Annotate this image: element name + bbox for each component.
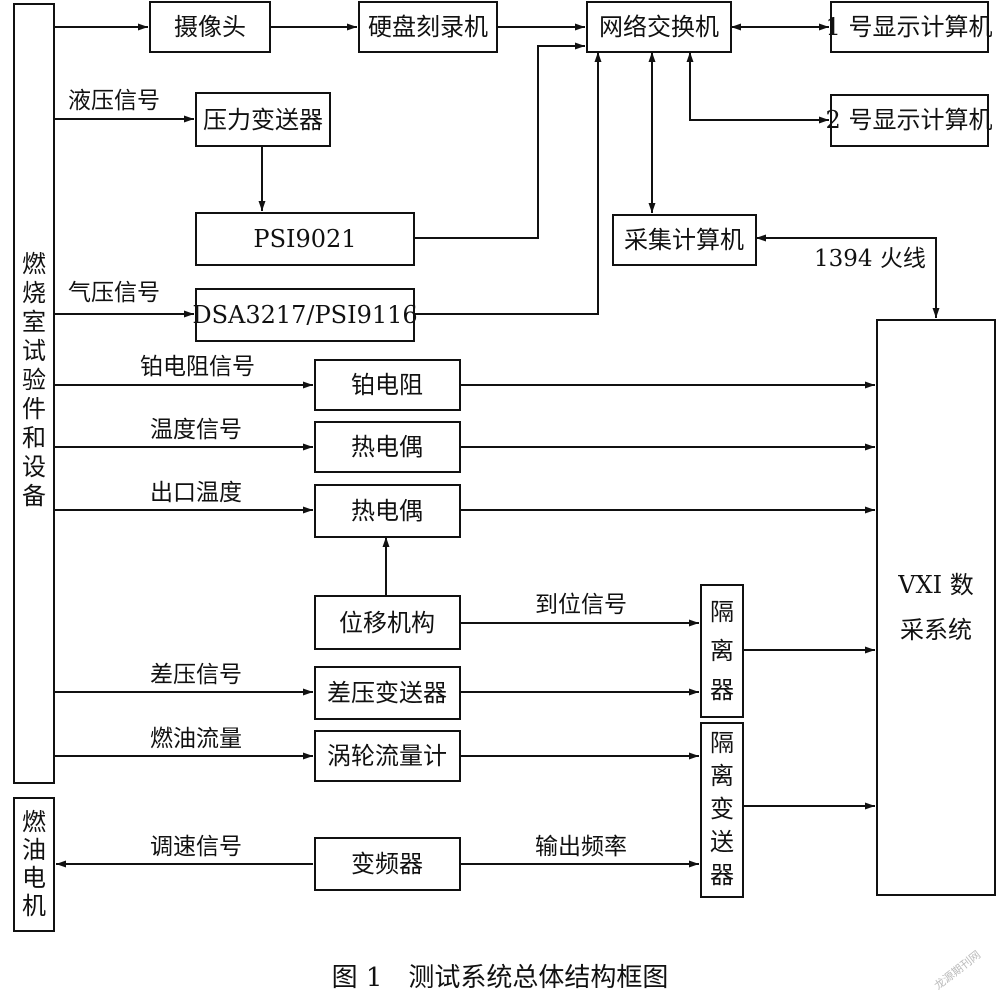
switch-box	[586, 1, 732, 53]
isolating-transmitter-label: 隔 离 变 送 器	[710, 729, 734, 889]
camera-box	[149, 1, 271, 53]
combustor-char: 烧	[22, 279, 46, 307]
fuel-motor-char: 油	[22, 836, 46, 864]
box-labels: 摄像头 硬盘刻录机 网络交换机 1 号显示计算机 2 号显示计算机 压力变送器 …	[22, 13, 992, 920]
display2-box	[830, 94, 989, 147]
outlet-temp-label: 出口温度	[150, 480, 242, 506]
combustor-char: 试	[22, 337, 46, 365]
isolating-transmitter-char: 离	[710, 762, 734, 790]
display2-label: 2 号显示计算机	[826, 106, 993, 134]
connections	[54, 23, 940, 868]
camera-label: 摄像头	[174, 13, 246, 41]
thermocouple1-label: 热电偶	[351, 433, 423, 461]
figure-caption: 图 1 测试系统总体结构框图	[332, 963, 669, 993]
edge-labels: 液压信号 气压信号 铂电阻信号 温度信号 出口温度 到位信号 差压信号 燃油流量…	[68, 88, 926, 860]
watermark: 龙源期刊网	[931, 947, 983, 992]
turbine-meter-label: 涡轮流量计	[327, 742, 447, 770]
edge-switch-display2	[686, 52, 829, 124]
fuel-motor-char: 燃	[22, 808, 46, 836]
combustor-char: 件	[22, 395, 46, 423]
vxi-label-line1: VXI 数	[897, 571, 974, 599]
acq-computer-box	[612, 214, 757, 266]
combustor-char: 燃	[22, 250, 46, 278]
dsa-box	[195, 288, 415, 342]
thermocouple2-label: 热电偶	[351, 497, 423, 525]
pt-signal-label: 铂电阻信号	[140, 354, 255, 380]
speed-signal-label: 调速信号	[150, 834, 242, 860]
pt-resistor-box	[314, 359, 461, 411]
vxi-label-line2: 采系统	[900, 616, 972, 644]
firewire-label: 1394 火线	[814, 246, 926, 272]
isolator-box	[700, 584, 744, 718]
fuel-motor-label: 燃 油 电 机	[22, 808, 46, 920]
thermocouple1-box	[314, 421, 461, 473]
combustor-char: 验	[22, 366, 46, 394]
isolator-char: 离	[710, 637, 734, 665]
displacement-label: 位移机构	[339, 609, 435, 637]
isolating-transmitter-char: 变	[710, 795, 734, 823]
switch-label: 网络交换机	[599, 13, 719, 41]
turbine-meter-box	[314, 730, 461, 782]
boxes	[13, 1, 996, 932]
isolating-transmitter-char: 隔	[710, 729, 734, 757]
dp-transmitter-label: 差压变送器	[327, 679, 447, 707]
isolator-char: 器	[710, 676, 734, 704]
isolating-transmitter-box	[700, 722, 744, 898]
isolator-label: 隔 离 器	[710, 598, 734, 704]
vfd-box	[314, 837, 461, 891]
combustor-char: 设	[22, 453, 46, 481]
combustor-box	[13, 3, 55, 784]
combustor-char: 和	[22, 424, 46, 452]
combustor-char: 室	[22, 308, 46, 336]
pressure-transmitter-box	[195, 92, 331, 147]
combustor-label: 燃 烧 室 试 验 件 和 设 备	[22, 250, 46, 510]
pressure-transmitter-label: 压力变送器	[203, 106, 323, 134]
edge-psi9021-switch	[414, 42, 585, 239]
psi9021-label: PSI9021	[253, 225, 356, 253]
combustor-char: 备	[22, 482, 46, 510]
output-freq-label: 输出频率	[535, 834, 627, 860]
display1-label: 1 号显示计算机	[826, 13, 993, 41]
isolating-transmitter-char: 送	[710, 828, 734, 856]
displacement-box	[314, 595, 461, 650]
thermocouple2-box	[314, 484, 461, 538]
edge-acq-vxi	[756, 234, 940, 318]
isolating-transmitter-char: 器	[710, 861, 734, 889]
pt-resistor-label: 铂电阻	[351, 371, 423, 399]
dsa-label: DSA3217/PSI9116	[192, 301, 417, 329]
in-position-label: 到位信号	[535, 592, 627, 618]
fuel-motor-char: 电	[22, 864, 46, 892]
display1-box	[830, 1, 989, 53]
dvr-label: 硬盘刻录机	[368, 13, 488, 41]
acq-computer-label: 采集计算机	[624, 226, 744, 254]
hydraulic-signal-label: 液压信号	[68, 88, 160, 114]
isolator-char: 隔	[710, 598, 734, 626]
vfd-label: 变频器	[351, 850, 423, 878]
pneumatic-signal-label: 气压信号	[68, 280, 160, 306]
vxi-box	[876, 319, 996, 896]
temp-signal-label: 温度信号	[150, 417, 242, 443]
fuel-motor-char: 机	[22, 892, 46, 920]
dp-signal-label: 差压信号	[150, 662, 242, 688]
dp-transmitter-box	[314, 666, 461, 720]
psi9021-box	[195, 212, 415, 266]
fuel-flow-label: 燃油流量	[150, 726, 242, 752]
dvr-box	[358, 1, 498, 53]
fuel-motor-box	[13, 797, 55, 932]
edge-dsa-switch	[414, 52, 602, 315]
